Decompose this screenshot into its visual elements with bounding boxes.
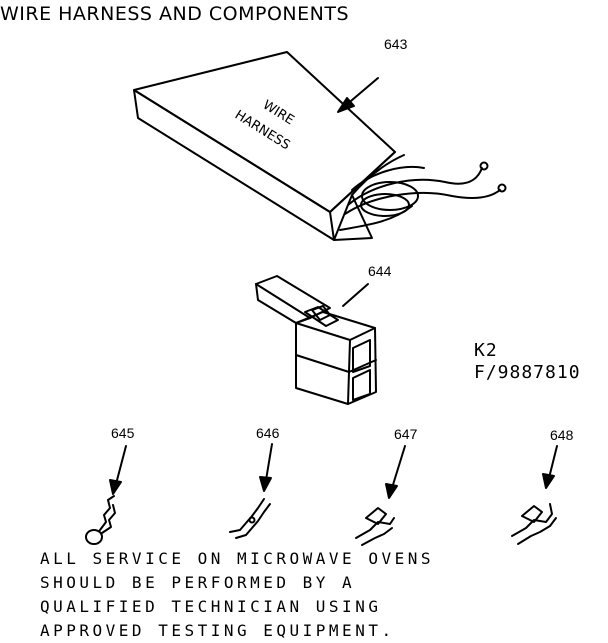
callout-arrow-645 bbox=[109, 445, 127, 495]
callout-arrow-648 bbox=[542, 445, 558, 489]
wire-harness-box: WIRE HARNESS bbox=[133, 51, 507, 241]
part-number-646: 646 bbox=[256, 425, 280, 441]
callout-leader-644 bbox=[342, 283, 369, 307]
notice-line: SHOULD BE PERFORMED BY A bbox=[40, 573, 356, 592]
connector-housing bbox=[255, 275, 377, 405]
part-number-647: 647 bbox=[394, 426, 418, 442]
part-number-648: 648 bbox=[550, 427, 574, 443]
model-code: K2 bbox=[474, 340, 498, 361]
callout-arrow-647 bbox=[385, 445, 406, 499]
reference-code: K2 F/9887810 bbox=[474, 340, 581, 384]
terminal-648 bbox=[511, 503, 557, 545]
notice-line: ALL SERVICE ON MICROWAVE OVENS bbox=[40, 549, 434, 568]
part-number-643: 643 bbox=[384, 36, 408, 52]
part-number-644: 644 bbox=[368, 263, 392, 279]
notice-line: APPROVED TESTING EQUIPMENT. bbox=[40, 621, 395, 640]
terminal-647 bbox=[355, 507, 395, 546]
service-notice: ALL SERVICE ON MICROWAVE OVENS SHOULD BE… bbox=[40, 547, 434, 643]
diagram-title: WIRE HARNESS AND COMPONENTS bbox=[0, 3, 350, 25]
notice-line: QUALIFIED TECHNICIAN USING bbox=[40, 597, 382, 616]
part-number-645: 645 bbox=[111, 425, 135, 441]
box-label: WIRE HARNESS bbox=[232, 98, 297, 154]
harness-wires bbox=[339, 161, 507, 231]
terminal-645 bbox=[85, 495, 116, 545]
terminal-646 bbox=[229, 498, 271, 539]
figure-number: F/9887810 bbox=[474, 362, 581, 383]
callout-arrow-643 bbox=[337, 77, 379, 113]
callout-arrow-646 bbox=[259, 443, 273, 492]
